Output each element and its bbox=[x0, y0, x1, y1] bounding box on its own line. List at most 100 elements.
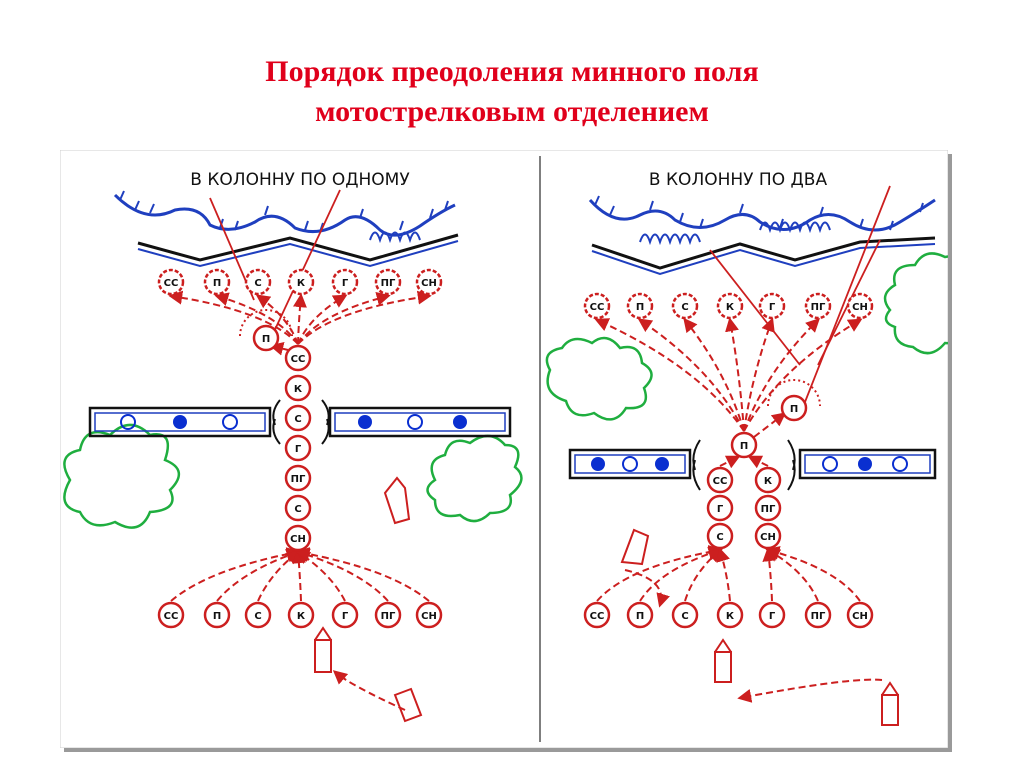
soldier-label: К bbox=[297, 611, 306, 622]
soldier-label: П bbox=[790, 404, 798, 415]
soldier-label: К bbox=[726, 302, 735, 313]
soldier-label: К bbox=[294, 384, 303, 395]
minefield-left-west bbox=[88, 406, 272, 438]
soldier-label: СС bbox=[164, 611, 179, 622]
vehicle-icon bbox=[881, 694, 899, 726]
slide-title: Порядок преодоления минного поля мотостр… bbox=[0, 52, 1024, 132]
soldier-marker: ПГ bbox=[804, 292, 832, 320]
soldier-marker: ПГ bbox=[374, 268, 402, 296]
soldier-marker: С bbox=[244, 268, 272, 296]
soldier-marker: К bbox=[716, 601, 744, 629]
soldier-circle bbox=[287, 601, 315, 629]
soldier-label: ПГ bbox=[811, 611, 826, 622]
soldier-circle bbox=[203, 601, 231, 629]
soldier-label: СС bbox=[713, 476, 728, 487]
bush-center bbox=[426, 434, 523, 523]
title-line-2: мотострелковым отделением bbox=[315, 95, 709, 128]
movement-arrow bbox=[684, 548, 723, 602]
soldier-label: Г bbox=[769, 302, 776, 313]
title-line-1: Порядок преодоления минного поля bbox=[265, 55, 759, 88]
movement-arrow bbox=[743, 318, 863, 432]
soldier-circle bbox=[758, 601, 786, 629]
mine-marker bbox=[591, 457, 605, 471]
soldier-label: П bbox=[213, 611, 221, 622]
obstacle-line-right-inner bbox=[591, 243, 936, 276]
movement-arrow bbox=[297, 294, 348, 345]
soldier-circle bbox=[157, 601, 185, 629]
minefield-right-east bbox=[798, 448, 937, 480]
soldier-marker: СС bbox=[583, 292, 611, 320]
soldier-circle bbox=[706, 522, 734, 550]
soldier-marker: П bbox=[203, 601, 231, 629]
soldier-marker: ПГ bbox=[374, 601, 402, 629]
soldier-label: СН bbox=[290, 534, 306, 545]
soldier-label: С bbox=[716, 532, 723, 543]
soldier-label: ПГ bbox=[761, 504, 776, 515]
soldier-circle bbox=[284, 344, 312, 372]
movement-arrow bbox=[255, 294, 299, 345]
wire-coil-right-2 bbox=[759, 221, 831, 234]
soldier-marker: К bbox=[284, 374, 312, 402]
soldier-circle bbox=[706, 494, 734, 522]
soldier-circle bbox=[583, 601, 611, 629]
soldier-marker: СС bbox=[706, 466, 734, 494]
soldier-circle bbox=[804, 292, 832, 320]
movement-arrow bbox=[747, 455, 769, 469]
movement-arrow bbox=[170, 547, 301, 602]
soldier-marker: СН bbox=[415, 601, 443, 629]
soldier-marker: СС bbox=[157, 601, 185, 629]
soldier-circle bbox=[287, 268, 315, 296]
line-of-fire bbox=[271, 189, 341, 337]
bush-right-east bbox=[883, 252, 948, 355]
soldier-marker: СС bbox=[284, 344, 312, 372]
soldier-label: СН bbox=[421, 611, 437, 622]
movement-arrow bbox=[596, 545, 723, 602]
vehicle-icon bbox=[714, 651, 732, 683]
soldier-circle bbox=[284, 404, 312, 432]
movement-arrow bbox=[683, 317, 745, 432]
soldier-label: С bbox=[681, 611, 688, 622]
line-of-fire bbox=[709, 249, 801, 366]
soldier-marker: СН bbox=[415, 268, 443, 296]
soldier-label: СС bbox=[164, 278, 179, 289]
soldier-marker: СН bbox=[754, 522, 782, 550]
soldier-circle bbox=[706, 466, 734, 494]
soldier-marker: Г bbox=[758, 601, 786, 629]
soldier-label: ПГ bbox=[291, 474, 306, 485]
soldier-circle bbox=[671, 601, 699, 629]
soldier-circle bbox=[284, 494, 312, 522]
vehicles-right bbox=[620, 528, 899, 726]
obstacle-line-right bbox=[591, 236, 936, 270]
soldier-label: СС bbox=[590, 611, 605, 622]
soldier-circle bbox=[626, 292, 654, 320]
minefield-left bbox=[88, 399, 512, 445]
soldier-circle bbox=[716, 292, 744, 320]
soldier-label: Г bbox=[717, 504, 724, 515]
soldier-label: Г bbox=[769, 611, 776, 622]
soldier-marker: П bbox=[203, 268, 231, 296]
soldier-circle bbox=[284, 374, 312, 402]
movement-arrow bbox=[743, 317, 775, 432]
trench-hatch-left bbox=[119, 190, 449, 233]
soldier-circle bbox=[583, 292, 611, 320]
bush-right-west bbox=[545, 336, 653, 421]
soldier-marker: К bbox=[716, 292, 744, 320]
wire-coil-left bbox=[369, 231, 421, 244]
soldier-circle bbox=[244, 601, 272, 629]
soldier-marker: С bbox=[284, 404, 312, 432]
soldier-marker: ПГ bbox=[284, 464, 312, 492]
soldier-circle bbox=[284, 524, 312, 552]
vehicles-left bbox=[314, 476, 423, 723]
soldier-label: С bbox=[254, 278, 261, 289]
trench-line-right bbox=[588, 198, 936, 232]
soldier-circle bbox=[374, 268, 402, 296]
soldier-label: Г bbox=[342, 611, 349, 622]
movement-arrow bbox=[332, 670, 406, 711]
soldier-circle bbox=[374, 601, 402, 629]
mine-marker bbox=[822, 456, 838, 472]
soldier-marker: П bbox=[626, 601, 654, 629]
trench-hatch-right bbox=[594, 195, 924, 231]
observation-sector bbox=[239, 309, 293, 337]
movement-arrow bbox=[719, 455, 741, 469]
soldier-label: СН bbox=[852, 302, 868, 313]
